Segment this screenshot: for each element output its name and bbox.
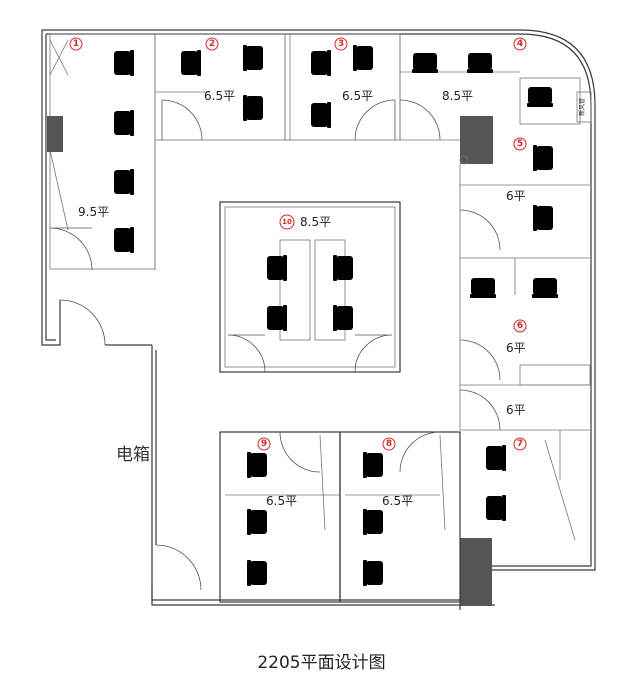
room-2 [154,33,286,141]
room-6 [459,258,591,386]
room-number-6: 6 [513,319,527,333]
side-label: 新风管 [578,98,586,116]
svg-text:6: 6 [517,321,523,331]
room-7 [459,385,591,541]
entry-door-left [59,299,106,346]
room-5 [459,155,591,259]
electric-box-label: 电箱 [116,445,150,465]
room-area-7: 6平 [506,403,526,417]
svg-text:4: 4 [517,39,523,49]
room-9 [219,431,341,603]
room-area-2: 6.5平 [204,89,235,103]
room-number-5: 5 [513,137,527,151]
room-4: 新风管 [399,34,592,141]
room-number-4: 4 [513,37,527,51]
room-number-2: 2 [205,37,219,51]
room-number-7: 7 [513,437,527,451]
room-area-4: 8.5平 [442,89,473,103]
room-number-10: 10 [279,214,295,230]
room-number-3: 3 [334,37,348,51]
svg-text:10: 10 [282,218,292,226]
svg-text:8: 8 [386,439,392,449]
svg-text:3: 3 [338,39,344,49]
room-area-8: 6.5平 [382,494,413,508]
room-area-6: 6平 [506,341,526,355]
room-10 [219,201,401,373]
room-area-1: 9.5平 [78,205,109,219]
svg-text:1: 1 [73,39,79,49]
room-number-1: 1 [69,37,83,51]
room-number-8: 8 [382,437,396,451]
svg-text:7: 7 [517,439,523,449]
svg-text:9: 9 [261,439,267,449]
pillar-right-top [460,116,493,164]
room-area-9: 6.5平 [266,494,297,508]
room-number-9: 9 [257,437,271,451]
room-1 [49,33,156,271]
pillar-left [47,116,63,152]
room-area-10: 8.5平 [300,215,331,229]
svg-text:2: 2 [209,39,215,49]
svg-text:5: 5 [517,139,523,149]
plan-title: 2205平面设计图 [257,653,386,673]
room-8 [339,431,461,603]
room-area-3: 6.5平 [342,89,373,103]
room-area-5: 6平 [506,189,526,203]
entry-door-bottom [155,544,202,591]
pillar-right-bottom [460,538,492,606]
